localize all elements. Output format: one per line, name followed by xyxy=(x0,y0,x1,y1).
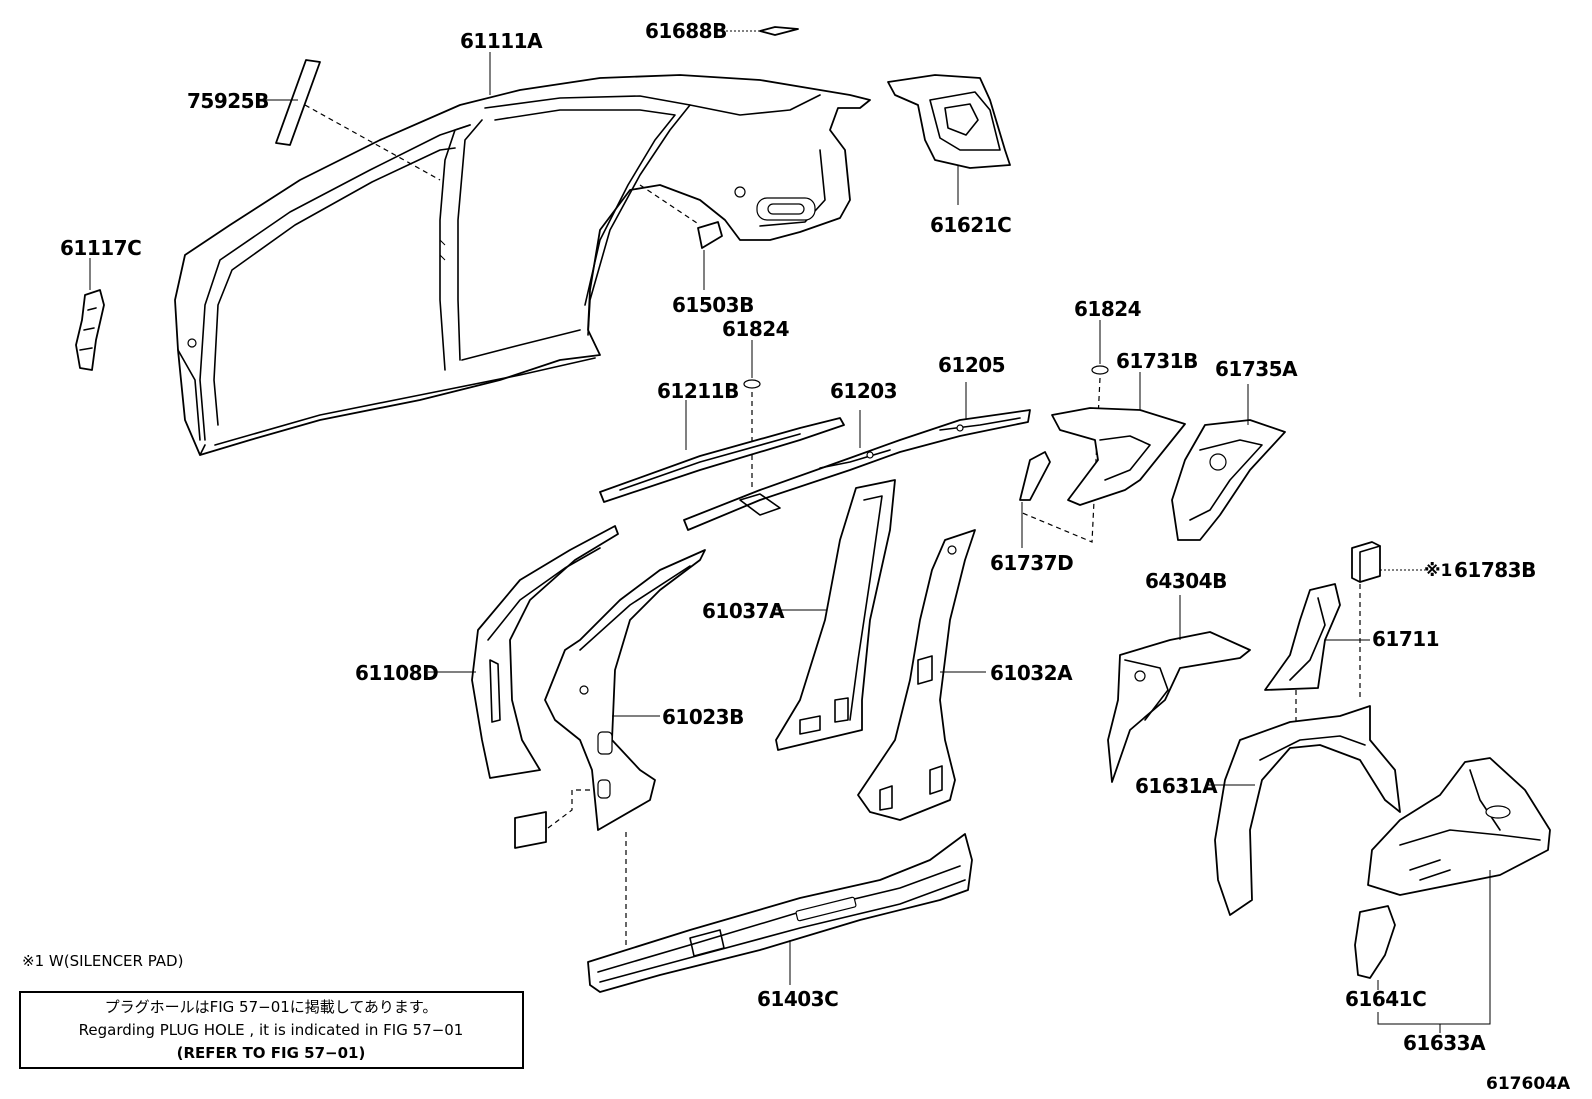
label-61633A: 61633A xyxy=(1403,1031,1486,1055)
side-outer-panel-61111A xyxy=(174,74,871,456)
label-61737D: 61737D xyxy=(990,551,1073,575)
extension-61641C xyxy=(1354,870,1491,1033)
label-61037A: 61037A xyxy=(702,599,785,623)
notice-line-ref: (REFER TO FIG 57−01) xyxy=(177,1044,366,1062)
front-pillar-inner-61023B xyxy=(514,549,706,945)
label-61203: 61203 xyxy=(830,379,897,403)
bracket-61503B xyxy=(639,184,723,290)
pillar-moulding-75925B xyxy=(258,59,441,181)
label-61032A: 61032A xyxy=(990,661,1073,685)
label-61023B: 61023B xyxy=(662,705,744,729)
label-64304B: 64304B xyxy=(1145,569,1227,593)
roof-rail-61211B xyxy=(599,400,845,503)
wheel-house-inner-61633A xyxy=(1367,757,1551,896)
label-61783B: 61783B xyxy=(1454,558,1536,582)
label-61403C: 61403C xyxy=(757,987,838,1011)
panel-61731B xyxy=(1051,372,1186,506)
part-61688B xyxy=(718,26,799,36)
label-61735A: 61735A xyxy=(1215,357,1298,381)
label-61641C: 61641C xyxy=(1345,987,1426,1011)
notice-line-en: Regarding PLUG HOLE , it is indicated in… xyxy=(79,1021,464,1039)
bracket-61117C xyxy=(75,258,105,371)
panel-64304B xyxy=(1107,595,1251,783)
label-61205: 61205 xyxy=(938,353,1005,377)
notice-box: プラグホールはFIG 57−01に掲載してあります。 Regarding PLU… xyxy=(19,991,524,1069)
label-61108D: 61108D xyxy=(355,661,438,685)
wheel-house-outer-61631A xyxy=(1208,705,1401,916)
label-61783B-mark: ※1 xyxy=(1424,561,1452,581)
notice-line-ja: プラグホールはFIG 57−01に掲載してあります。 xyxy=(105,998,438,1016)
label-61111A: 61111A xyxy=(460,29,543,53)
label-61117C: 61117C xyxy=(60,236,141,260)
label-61503B: 61503B xyxy=(672,293,754,317)
label-61824-left: 61824 xyxy=(722,317,789,341)
center-pillar-inner-61032A xyxy=(857,529,986,821)
label-61711: 61711 xyxy=(1372,627,1439,651)
silencer-pad-61783B xyxy=(1351,541,1425,700)
label-61631A: 61631A xyxy=(1135,774,1218,798)
footnote: ※1 W(SILENCER PAD) xyxy=(22,952,183,970)
label-61688B: 61688B xyxy=(645,19,727,43)
rocker-inner-61403C xyxy=(587,833,973,993)
panel-61735A xyxy=(1171,384,1286,541)
brace-61737D xyxy=(1019,451,1051,548)
label-61731B: 61731B xyxy=(1116,349,1198,373)
front-pillar-61108D xyxy=(428,525,619,779)
roof-inner-rail-61203-61205 xyxy=(683,382,1031,531)
center-pillar-outer-61037A xyxy=(775,479,896,751)
label-61824-right: 61824 xyxy=(1074,297,1141,321)
extension-61621C xyxy=(887,74,1011,205)
label-75925B: 75925B xyxy=(187,89,269,113)
figure-reference: 617604A xyxy=(1486,1074,1571,1094)
gusset-61711 xyxy=(1264,583,1370,725)
label-61211B: 61211B xyxy=(657,379,739,403)
label-61621C: 61621C xyxy=(930,213,1011,237)
